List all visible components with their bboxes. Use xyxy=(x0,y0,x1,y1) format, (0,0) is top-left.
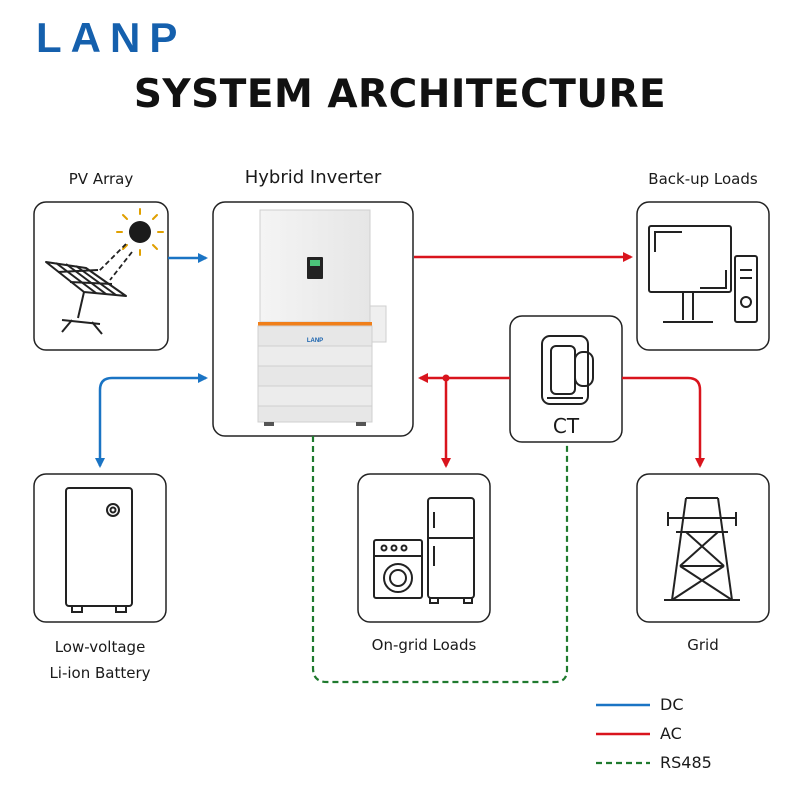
grid-label: Grid xyxy=(687,636,719,654)
backup-loads-box xyxy=(636,201,770,351)
battery-icon xyxy=(65,487,133,613)
ac-line-ct-to-grid xyxy=(622,376,705,468)
pv-array-label: PV Array xyxy=(68,170,134,188)
battery-box xyxy=(33,473,167,623)
hybrid-inverter-image xyxy=(257,209,387,426)
legend-dc-label: DC xyxy=(660,695,684,714)
dc-line-inverter-to-battery xyxy=(95,376,113,468)
sun-icon xyxy=(116,208,164,256)
battery-label-line2: Li-ion Battery xyxy=(49,664,151,682)
ct-label: CT xyxy=(552,414,580,438)
computer-icon xyxy=(648,225,758,323)
ct-clamp-icon xyxy=(541,335,594,405)
power-tower-icon xyxy=(664,497,740,601)
legend-ac-label: AC xyxy=(660,724,682,743)
appliances-icon xyxy=(373,497,475,604)
legend-rs485-label: RS485 xyxy=(660,753,712,772)
pv-array-box xyxy=(33,201,169,351)
sunray-lines xyxy=(97,243,133,281)
ongrid-loads-box xyxy=(357,473,491,623)
hybrid-inverter-label: Hybrid Inverter xyxy=(244,167,382,188)
lanp-logo: LANP xyxy=(36,14,187,61)
backup-loads-label: Back-up Loads xyxy=(648,170,758,188)
ongrid-loads-label: On-grid Loads xyxy=(371,636,477,654)
inverter-badge: LANP xyxy=(307,338,323,344)
battery-label-line1: Low-voltage xyxy=(54,638,146,656)
solar-panel-icon xyxy=(45,261,127,335)
page-title: SYSTEM ARCHITECTURE xyxy=(133,72,667,117)
